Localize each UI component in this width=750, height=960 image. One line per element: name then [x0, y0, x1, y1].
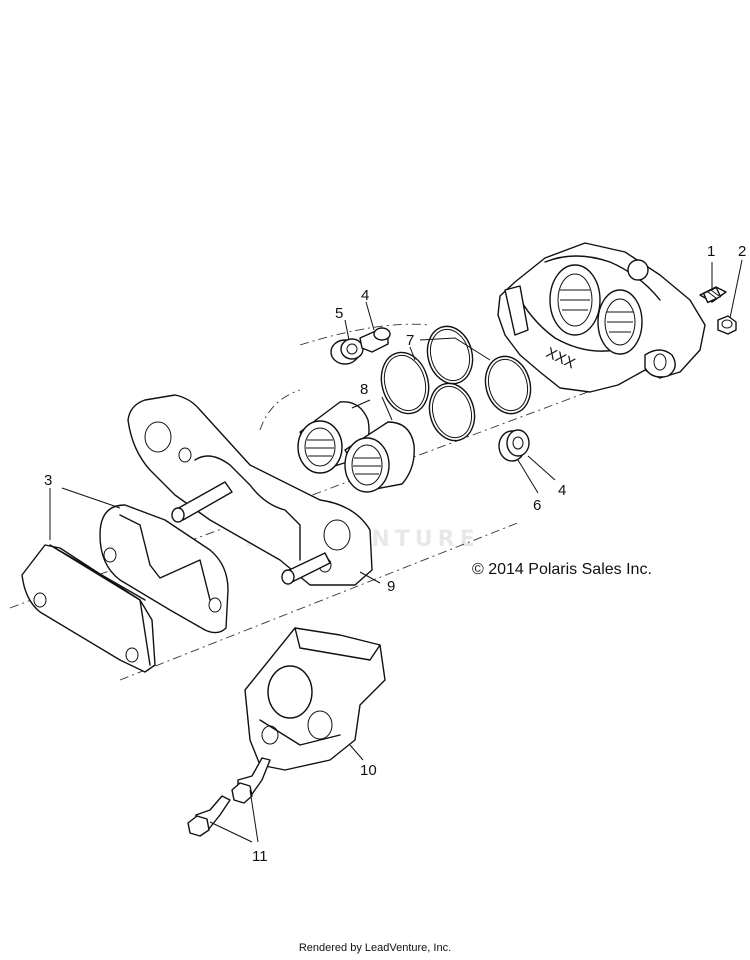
- bleeder-cap: [717, 315, 737, 335]
- mounting-bracket: [244, 627, 386, 771]
- brake-pad-inner: [99, 504, 229, 634]
- footer-credit: Rendered by LeadVenture, Inc.: [298, 942, 452, 954]
- callout-3: 3: [44, 472, 52, 489]
- callout-8: 8: [360, 381, 368, 398]
- pin-boot-upper: [330, 338, 364, 365]
- caliper-bracket: [127, 394, 373, 586]
- mount-bolts: [187, 757, 271, 837]
- pin-boot-lower: [498, 429, 530, 462]
- callout-10: 10: [360, 762, 377, 779]
- callout-4-lower: 4: [558, 482, 566, 499]
- bleeder-valve: [699, 286, 727, 304]
- callout-7: 7: [406, 332, 414, 349]
- callout-5: 5: [335, 305, 343, 322]
- callout-6: 6: [533, 497, 541, 514]
- brake-pad-outer: [21, 544, 156, 673]
- callout-4-upper: 4: [361, 287, 369, 304]
- pistons: [297, 401, 415, 493]
- callout-11: 11: [252, 848, 268, 865]
- leader-lines: [49, 259, 743, 843]
- piston-seals: [380, 325, 532, 442]
- callout-labels: 1 2 3 4 5 7 8 4 6 9 10 11: [44, 243, 746, 865]
- callout-2: 2: [738, 243, 746, 260]
- pin-bolt-upper: [359, 327, 391, 353]
- callout-1: 1: [707, 243, 715, 260]
- caliper-housing: XXX: [497, 242, 706, 393]
- copyright-notice: © 2014 Polaris Sales Inc.: [472, 561, 652, 578]
- callout-9: 9: [387, 578, 395, 595]
